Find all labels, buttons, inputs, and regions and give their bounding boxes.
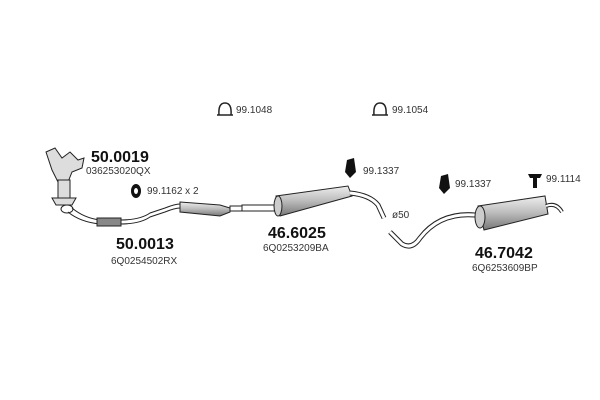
pipe-diameter: ø50 [392, 210, 410, 221]
exhaust-manifold [45, 147, 85, 206]
part-number: 46.7042 [475, 245, 533, 262]
oe-number: 6Q6253609BP [472, 263, 538, 274]
rubber-mount-icon [131, 184, 141, 198]
clamp-icon [372, 102, 388, 116]
oe-number: 6Q0254502RX [111, 256, 178, 267]
part-number: 46.6025 [268, 225, 326, 242]
front-pipe [60, 201, 245, 227]
clamp-icon [217, 102, 233, 116]
accessory-code: 99.1337 [455, 179, 492, 190]
middle-muffler [241, 185, 387, 220]
part-number: 50.0013 [116, 236, 174, 253]
accessory-code: 99.1162 x 2 [147, 186, 199, 197]
accessory-code: 99.1114 [546, 174, 581, 185]
accessory-code: 99.1337 [363, 166, 400, 177]
accessory-code: 99.1048 [236, 105, 273, 116]
bracket-icon [528, 174, 542, 188]
oe-number: 6Q0253209BA [263, 243, 329, 254]
oe-number: 036253020QX [86, 166, 151, 177]
rubber-hanger-icon [345, 158, 356, 178]
accessory-code: 99.1054 [392, 105, 429, 116]
rear-muffler [388, 195, 564, 249]
part-number: 50.0019 [91, 149, 149, 166]
rubber-hanger-icon [439, 174, 450, 194]
